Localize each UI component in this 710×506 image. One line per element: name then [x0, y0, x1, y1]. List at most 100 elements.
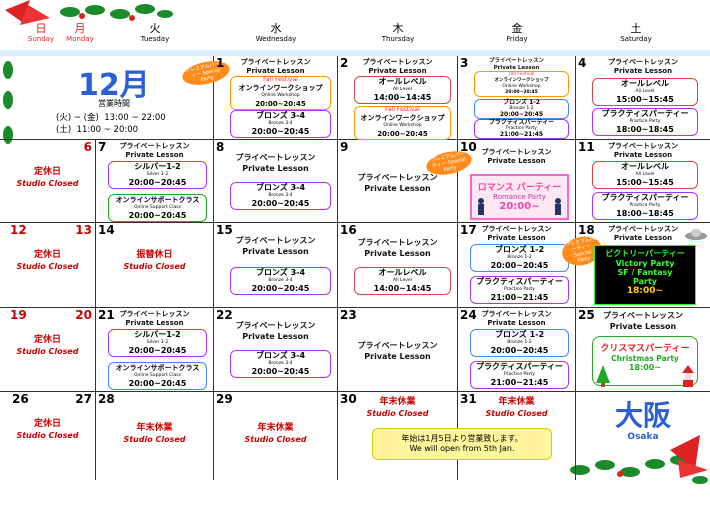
class-practice-party[interactable]: プラクティスパーティー Practice Party 21:00~21:45 [470, 361, 569, 389]
class-practice-party[interactable]: プラクティスパーティー Practice Party 21:00~21:45 [474, 119, 569, 139]
lesson-title-ja: プライベートレッスン [608, 142, 678, 150]
holly-decoration-icon [5, 0, 173, 25]
day-number: 26 [12, 392, 29, 406]
closed-ja: 定休日 [33, 167, 61, 177]
class-name: プラクティスパーティー [475, 362, 564, 371]
class-silver-1-2[interactable]: シルバー1-2 Silver 1-2 20:00~20:45 [108, 161, 207, 189]
lesson-title-en: Private Lesson [364, 249, 431, 258]
class-time: 21:00~21:45 [490, 378, 549, 387]
lesson-title-ja: プライベートレッスン [235, 321, 316, 330]
hours-title: 営業時間 [98, 99, 130, 108]
class-victory-party[interactable]: ビクトリーパーティー Victory Party SF / Fantasy Pa… [594, 245, 696, 305]
day-number: 11 [578, 140, 595, 154]
class-sub-2: SF / Fantasy [617, 268, 673, 277]
class-name: オールレベル [378, 268, 427, 277]
lesson-title-ja: プライベートレッスン [481, 148, 552, 156]
day-number: 24 [460, 308, 477, 322]
lesson-title-en: Private Lesson [364, 352, 431, 361]
class-time: 20:00~20:45 [255, 100, 306, 108]
closed-ja: 年末休業 [257, 423, 294, 433]
class-name: プラクティスパーティー [601, 193, 689, 202]
lesson-title-en: Private Lesson [487, 157, 546, 165]
header-en: Saturday [620, 35, 652, 43]
lesson-title-en: Private Lesson [493, 65, 540, 71]
class-silver-1-2[interactable]: シルバー1-2 Silver 1-2 20:00~20:45 [108, 329, 207, 357]
lesson-title-en: Private Lesson [368, 67, 427, 75]
class-time: 20:00~20:45 [251, 367, 310, 376]
class-name: オンラインサポートクラス [115, 196, 200, 204]
hours-line-2: (土) 11:00 ~ 20:00 [56, 125, 139, 135]
class-sub: Bronze 3-4 [268, 361, 293, 366]
class-name: オンラインサポートクラス [115, 364, 200, 372]
class-name: オンラインワークショップ [494, 78, 549, 83]
class-name: オールレベル [378, 77, 427, 86]
day-number: 23 [340, 308, 357, 322]
class-bronze-3-4[interactable]: ブロンズ 3-4 Bronze 3-4 20:00~20:45 [230, 350, 331, 378]
class-name-en: Fall Festival [385, 106, 420, 113]
class-sub: Practice Party [504, 287, 535, 292]
header-sunday: 日 Sunday [22, 22, 60, 50]
lesson-title-ja: プライベートレッスン [481, 225, 552, 233]
closed-ja: 振替休日 [136, 250, 173, 260]
class-fall-festival[interactable]: Fall Festival オンラインワークショップ Online Worksh… [230, 76, 331, 110]
lesson-title-ja: プライベートレッスン [119, 310, 190, 318]
class-sub: All Level [393, 278, 412, 283]
class-time: 20:00~20:45 [377, 130, 428, 138]
class-christmas-party[interactable]: クリスマスパーティー Christmas Party 18:00~ [592, 336, 698, 386]
class-practice-party[interactable]: プラクティスパーティー Practice Party 18:00~18:45 [592, 192, 698, 220]
header-saturday: 土 Saturday [576, 22, 696, 50]
class-sub: Romance Party [493, 193, 546, 201]
day-number: 21 [98, 308, 115, 322]
day-number: 25 [578, 308, 595, 322]
class-romance-party[interactable]: ロマンス パーティー Romance Party 20:00~ [470, 174, 569, 220]
class-all-level[interactable]: オールレベル All Level 15:00~15:45 [592, 78, 698, 106]
day-number: 2 [340, 56, 349, 70]
class-all-level[interactable]: オールレベル All Level 14:00~14:45 [354, 267, 451, 295]
class-bronze-1-2[interactable]: ブロンズ 1-2 Bronze 1-2 20:00~20:45 [474, 99, 569, 119]
class-bronze-1-2[interactable]: ブロンズ 1-2 Bronze 1-2 20:00~20:45 [470, 329, 569, 357]
class-sub: Online Workshop [383, 123, 422, 128]
class-time: 20:00~ [499, 201, 540, 212]
city-ja: 大阪 [614, 399, 671, 432]
class-fall-festival[interactable]: Fall Festival オンラインワークショップ Online Worksh… [354, 106, 451, 140]
class-online-support[interactable]: オンラインサポートクラス Online Support Class 20:00~… [108, 362, 207, 390]
class-time: 20:00~20:45 [128, 178, 187, 187]
day-number: 22 [216, 308, 233, 322]
class-all-level[interactable]: オールレベル All Level 15:00~15:45 [592, 161, 698, 189]
class-name: シルバー1-2 [134, 162, 181, 171]
class-name: オールレベル [621, 79, 669, 88]
closed-en: Studio Closed [123, 262, 186, 271]
notice-en: We will open from 5th Jan. [409, 444, 515, 453]
class-time: 15:00~15:45 [616, 95, 674, 104]
class-bronze-1-2[interactable]: ブロンズ 1-2 Bronze 1-2 20:00~20:45 [470, 244, 569, 272]
class-all-level[interactable]: オールレベル All Level 14:00~14:45 [354, 76, 451, 104]
class-time: 14:00~14:45 [373, 284, 432, 293]
lesson-title-ja: プライベートレッスン [488, 58, 544, 64]
class-fall-festival[interactable]: Fall Festival オンラインワークショップ Online Worksh… [474, 71, 569, 97]
class-time: 20:00~20:45 [505, 90, 538, 95]
class-online-support[interactable]: オンラインサポートクラス Online Support Class 20:00~… [108, 194, 207, 222]
class-practice-party[interactable]: プラクティスパーティー Practice Party 18:00~18:45 [592, 108, 698, 136]
day-number: 7 [98, 140, 107, 154]
day-number: 13 [75, 223, 92, 237]
class-sub: Online Workshop [261, 93, 300, 98]
class-practice-party[interactable]: プラクティスパーティー Practice Party 21:00~21:45 [470, 276, 569, 304]
class-bronze-3-4[interactable]: ブロンズ 3-4 Bronze 3-4 20:00~20:45 [230, 182, 331, 210]
class-bronze-3-4[interactable]: ブロンズ 3-4 Bronze 3-4 20:00~20:45 [230, 110, 331, 138]
day-number: 18 [578, 223, 595, 237]
closed-ja: 年末休業 [379, 397, 416, 407]
class-bronze-3-4[interactable]: ブロンズ 3-4 Bronze 3-4 20:00~20:45 [230, 267, 331, 295]
class-time: 20:00~20:45 [490, 261, 549, 270]
city-en: Osaka [627, 432, 659, 442]
class-sub: Silver 1-2 [146, 172, 169, 177]
day-number: 19 [10, 308, 27, 322]
lesson-title-en: Private Lesson [246, 67, 305, 75]
day-number: 1 [216, 56, 225, 70]
header-ja: 木 [392, 22, 404, 35]
